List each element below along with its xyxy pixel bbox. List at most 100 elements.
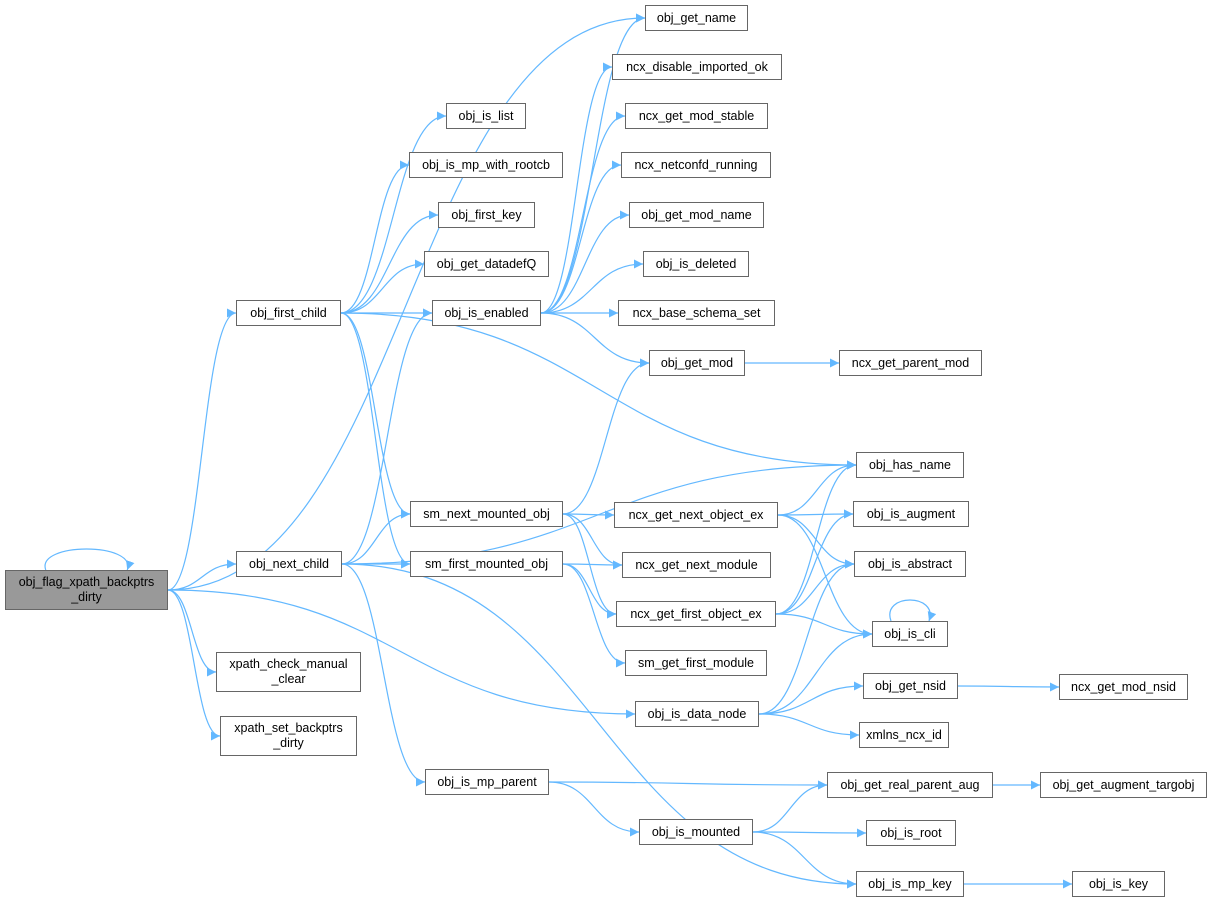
node-label: obj_get_augment_targobj <box>1052 777 1195 792</box>
edge-sm-next-mounted-obj-to-obj-get-mod <box>562 358 650 515</box>
edge-sm-first-mounted-obj-to-ncx-get-next-module <box>562 560 623 570</box>
node-obj-get-mod[interactable]: obj_get_mod <box>649 350 745 376</box>
node-obj-next-child[interactable]: obj_next_child <box>236 551 342 577</box>
edge-obj-is-mounted-to-obj-is-mp-key <box>752 831 857 889</box>
node-sm-next-mounted-obj[interactable]: sm_next_mounted_obj <box>410 501 563 527</box>
node-label: obj_get_mod <box>660 355 734 370</box>
node-ncx-get-mod-stable[interactable]: ncx_get_mod_stable <box>625 103 768 129</box>
edge-root-to-xpath-check-manual-clear <box>167 589 217 677</box>
node-label: ncx_get_first_object_ex <box>630 606 762 621</box>
node-label: obj_next_child <box>249 556 329 571</box>
edge-obj-first-child-to-obj-has-name <box>340 312 857 470</box>
node-obj-first-key[interactable]: obj_first_key <box>438 202 535 228</box>
node-label: obj_is_mounted <box>651 824 741 839</box>
edge-root-to-xpath-set-backptrs-dirty <box>167 589 221 741</box>
edge-obj-first-child-to-obj-get-datadefQ <box>340 259 425 314</box>
node-obj-has-name[interactable]: obj_has_name <box>856 452 964 478</box>
edge-obj-is-data-node-to-obj-is-cli <box>758 629 873 715</box>
node-obj-get-real-parent-aug[interactable]: obj_get_real_parent_aug <box>827 772 993 798</box>
node-ncx-get-mod-nsid[interactable]: ncx_get_mod_nsid <box>1059 674 1188 700</box>
edge-ncx-get-first-object-ex-to-obj-is-cli <box>775 613 873 639</box>
edge-sm-first-mounted-obj-to-ncx-get-first-object-ex <box>562 563 617 619</box>
node-obj-get-nsid[interactable]: obj_get_nsid <box>863 673 958 699</box>
node-ncx-base-schema-set[interactable]: ncx_base_schema_set <box>618 300 775 326</box>
edge-ncx-get-next-object-ex-to-obj-has-name <box>777 460 857 516</box>
node-obj-is-mp-key[interactable]: obj_is_mp_key <box>856 871 964 897</box>
edge-obj-is-data-node-to-obj-get-nsid <box>758 681 864 715</box>
edge-root-to-obj-is-data-node <box>167 589 636 719</box>
node-sm-first-mounted-obj[interactable]: sm_first_mounted_obj <box>410 551 563 577</box>
edge-obj-next-child-to-obj-is-enabled <box>341 308 433 565</box>
node-obj-get-name[interactable]: obj_get_name <box>645 5 748 31</box>
edge-ncx-get-next-object-ex-to-obj-is-cli <box>777 514 873 639</box>
node-obj-is-mp-parent[interactable]: obj_is_mp_parent <box>425 769 549 795</box>
node-label: ncx_base_schema_set <box>632 305 761 320</box>
node-label: obj_first_key <box>451 207 522 222</box>
node-label: _dirty <box>273 736 304 750</box>
node-label: ncx_get_next_module <box>635 557 758 572</box>
edge-obj-is-data-node-to-xmlns-ncx-id <box>758 713 860 740</box>
node-ncx-get-first-object-ex[interactable]: ncx_get_first_object_ex <box>616 601 776 627</box>
node-obj-is-enabled[interactable]: obj_is_enabled <box>432 300 541 326</box>
node-obj-get-augment-targobj[interactable]: obj_get_augment_targobj <box>1040 772 1207 798</box>
node-ncx-netconfd-running[interactable]: ncx_netconfd_running <box>621 152 771 178</box>
edge-obj-is-enabled-to-ncx-disable-imported-ok <box>540 62 613 314</box>
node-xpath-check-manual-clear[interactable]: xpath_check_manual_clear <box>216 652 361 692</box>
node-obj-is-abstract[interactable]: obj_is_abstract <box>854 551 966 577</box>
node-label: ncx_disable_imported_ok <box>626 59 768 74</box>
node-obj-is-data-node[interactable]: obj_is_data_node <box>635 701 759 727</box>
node-obj-first-child[interactable]: obj_first_child <box>236 300 341 326</box>
edge-root-to-obj-next-child <box>167 559 237 591</box>
edge-obj-is-enabled-to-ncx-netconfd-running <box>540 160 622 314</box>
node-label: obj_is_mp_key <box>868 876 952 891</box>
node-label: obj_has_name <box>868 457 951 472</box>
node-label: obj_is_mp_with_rootcb <box>422 157 550 172</box>
node-label: ncx_get_mod_stable <box>638 108 755 123</box>
node-xmlns-ncx-id[interactable]: xmlns_ncx_id <box>859 722 949 748</box>
node-label: obj_is_abstract <box>867 556 953 571</box>
node-obj-is-list[interactable]: obj_is_list <box>446 103 526 129</box>
node-label: obj_get_real_parent_aug <box>840 777 980 792</box>
node-obj-is-key[interactable]: obj_is_key <box>1072 871 1165 897</box>
node-label: obj_is_deleted <box>655 256 737 271</box>
edge-obj-first-child-to-obj-is-list <box>340 111 447 314</box>
node-label: xpath_check_manual <box>229 657 348 671</box>
node-label: obj_is_root <box>880 825 942 840</box>
edge-obj-is-enabled-to-ncx-get-mod-stable <box>540 111 626 314</box>
node-ncx-get-next-object-ex[interactable]: ncx_get_next_object_ex <box>614 502 778 528</box>
node-label: obj_flag_xpath_backptrs <box>18 575 155 589</box>
node-label: _clear <box>271 672 306 686</box>
edge-sm-first-mounted-obj-to-sm-get-first-module <box>562 563 626 668</box>
edge-obj-is-enabled-to-obj-get-mod <box>540 312 650 368</box>
node-obj-is-root[interactable]: obj_is_root <box>866 820 956 846</box>
node-obj-is-augment[interactable]: obj_is_augment <box>853 501 969 527</box>
node-label: sm_first_mounted_obj <box>425 556 548 571</box>
edge-obj-is-enabled-to-obj-get-mod-name <box>540 210 630 314</box>
node-ncx-get-next-module[interactable]: ncx_get_next_module <box>622 552 771 578</box>
node-label: _dirty <box>71 590 102 604</box>
edge-obj-next-child-to-obj-is-mp-parent <box>341 563 426 787</box>
node-ncx-get-parent-mod[interactable]: ncx_get_parent_mod <box>839 350 982 376</box>
node-label: obj_is_enabled <box>444 305 529 320</box>
node-obj-is-deleted[interactable]: obj_is_deleted <box>643 251 749 277</box>
edge-ncx-get-first-object-ex-to-obj-is-augment <box>775 509 854 615</box>
node-ncx-disable-imported-ok[interactable]: ncx_disable_imported_ok <box>612 54 782 80</box>
node-label: obj_get_mod_name <box>641 207 752 222</box>
edge-obj-first-child-to-sm-next-mounted-obj <box>340 312 411 519</box>
edge-obj-is-data-node-to-obj-is-abstract <box>758 559 855 715</box>
node-obj-is-mounted[interactable]: obj_is_mounted <box>639 819 753 845</box>
node-obj-is-cli[interactable]: obj_is_cli <box>872 621 948 647</box>
node-label: obj_is_key <box>1088 876 1149 891</box>
edge-ncx-get-first-object-ex-to-obj-is-abstract <box>775 559 855 615</box>
node-obj-get-datadefQ[interactable]: obj_get_datadefQ <box>424 251 549 277</box>
node-xpath-set-backptrs-dirty[interactable]: xpath_set_backptrs_dirty <box>220 716 357 756</box>
node-label: obj_first_child <box>250 305 327 320</box>
node-obj-get-mod-name[interactable]: obj_get_mod_name <box>629 202 764 228</box>
node-label: ncx_get_parent_mod <box>851 355 970 370</box>
edge-obj-next-child-to-sm-next-mounted-obj <box>341 509 411 565</box>
edge-obj-is-mp-parent-to-obj-is-mounted <box>548 781 640 837</box>
node-sm-get-first-module[interactable]: sm_get_first_module <box>625 650 767 676</box>
node-obj-is-mp-with-rootcb[interactable]: obj_is_mp_with_rootcb <box>409 152 563 178</box>
